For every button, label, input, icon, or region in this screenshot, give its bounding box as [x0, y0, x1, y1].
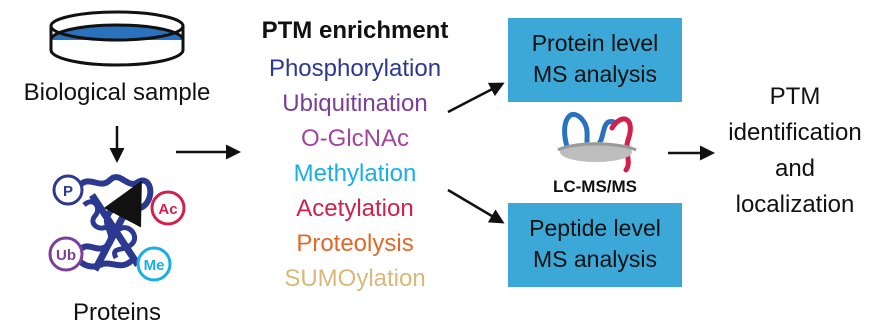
- enrichment-item: SUMOylation: [284, 265, 425, 292]
- proteins-label: Proteins: [73, 299, 161, 326]
- lcms-label: LC-MS/MS: [553, 177, 637, 196]
- petri-dish-icon: [49, 10, 185, 67]
- result-text: PTM identification and localization: [728, 83, 861, 218]
- ubiquitin-mod-icon: Ub: [48, 236, 84, 272]
- result-line3: and: [775, 155, 815, 182]
- peptide-level-box: Peptide level MS analysis: [508, 203, 682, 287]
- result-line4: localization: [736, 191, 855, 218]
- biological-sample-label: Biological sample: [24, 79, 211, 106]
- methyl-mod-label: Me: [144, 257, 165, 274]
- result-line2: identification: [728, 119, 861, 146]
- enrichment-item: Methylation: [294, 160, 417, 187]
- acetyl-mod-label: Ac: [158, 201, 177, 218]
- lcms-instrument-icon: [557, 112, 637, 173]
- enrichment-item: Phosphorylation: [269, 55, 441, 82]
- methyl-mod-icon: Me: [136, 246, 172, 282]
- phospho-mod-label: P: [63, 183, 73, 200]
- peptide-box-line1: Peptide level: [529, 215, 661, 241]
- phospho-mod-icon: P: [52, 174, 84, 206]
- arrow-to-protein-box-icon: [447, 82, 505, 114]
- acetyl-mod-icon: Ac: [150, 190, 186, 226]
- protein-level-box: Protein level MS analysis: [508, 18, 682, 102]
- result-line1: PTM: [770, 83, 821, 110]
- peptide-box-line2: MS analysis: [533, 246, 657, 272]
- enrichment-list: PhosphorylationUbiquitinationO-GlcNAcMet…: [269, 55, 441, 292]
- enrichment-item: O-GlcNAc: [301, 125, 409, 152]
- protein-box-line1: Protein level: [532, 30, 659, 56]
- arrow-to-peptide-box-icon: [447, 188, 505, 224]
- protein-structure-icon: [75, 174, 154, 272]
- enrichment-title: PTM enrichment: [262, 17, 449, 44]
- enrichment-item: Acetylation: [296, 195, 413, 222]
- ubiquitin-mod-label: Ub: [56, 247, 76, 264]
- protein-box-line2: MS analysis: [533, 61, 657, 87]
- enrichment-item: Ubiquitination: [282, 90, 427, 117]
- enrichment-item: Proteolysis: [296, 230, 413, 257]
